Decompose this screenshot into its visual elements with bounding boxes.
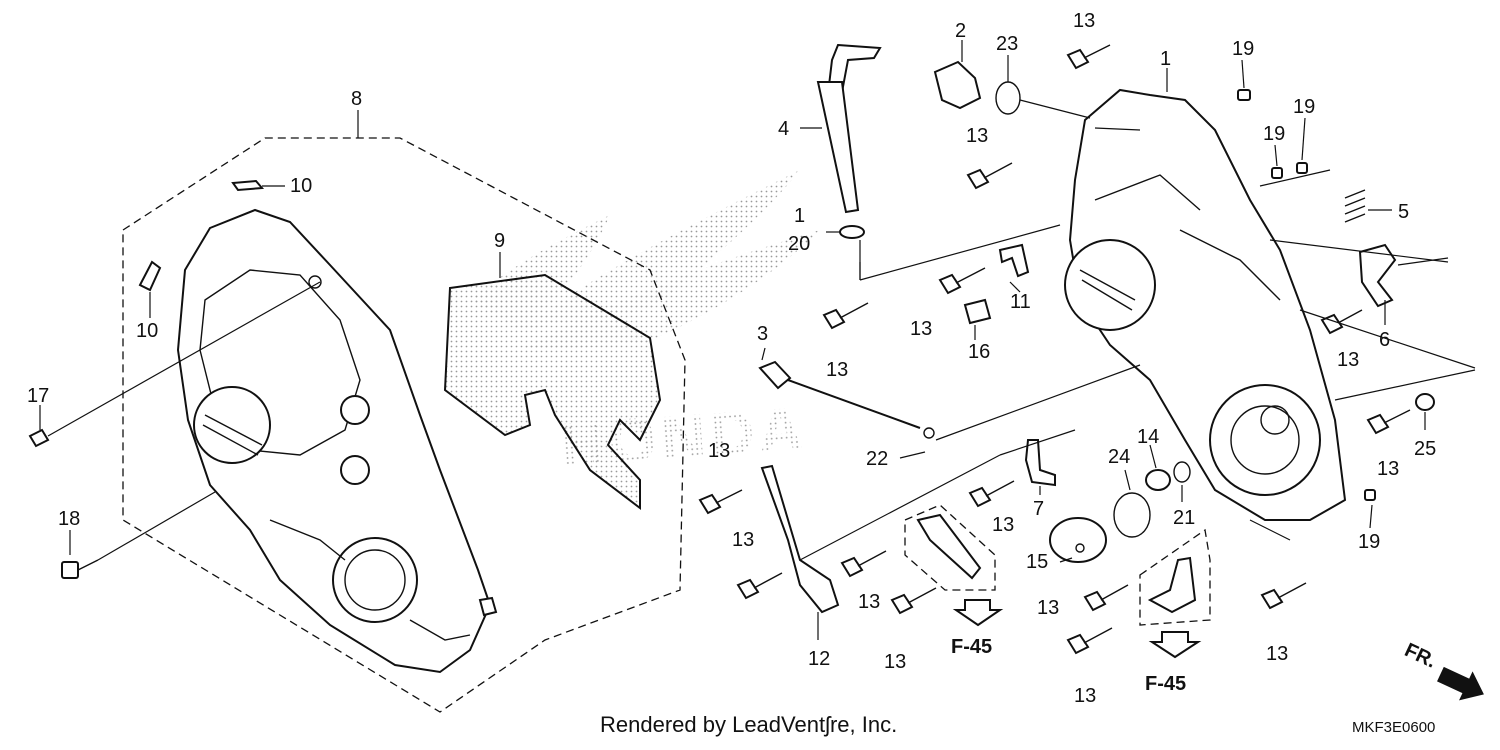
callout-21: 21: [1173, 507, 1195, 529]
callout-9: 9: [494, 230, 505, 252]
spring-5: [1344, 189, 1366, 223]
callout-3: 3: [757, 323, 768, 345]
callout-13-e: 13: [708, 440, 730, 462]
callout-22: 22: [866, 448, 888, 470]
callout-1-seal: 1: [794, 205, 805, 227]
callout-19-a: 19: [1232, 38, 1254, 60]
callout-20: 20: [788, 233, 810, 255]
rendered-by-footer: Rendered by LeadVentʃre, Inc.: [600, 712, 897, 737]
callout-18: 18: [58, 508, 80, 530]
callout-13-h: 13: [884, 651, 906, 673]
callout-24: 24: [1108, 446, 1130, 468]
callout-11: 11: [1010, 291, 1031, 313]
callout-19-d: 19: [1358, 531, 1380, 553]
callout-10-side: 10: [136, 320, 158, 342]
callout-5: 5: [1398, 201, 1409, 223]
clamp-left: [916, 513, 982, 580]
f45-arrow-right: [1148, 631, 1202, 659]
ring-21: [1173, 461, 1191, 483]
callout-13-l: 13: [1266, 643, 1288, 665]
front-arrow-icon: [1437, 666, 1484, 701]
cover-assembly-outline: [122, 137, 686, 713]
shift-rod-4: [816, 43, 882, 239]
callout-7: 7: [1033, 498, 1044, 520]
callout-1-top: 1: [1160, 48, 1171, 70]
bracket-11: [998, 243, 1030, 278]
callout-25: 25: [1414, 438, 1436, 460]
callout-4: 4: [778, 118, 789, 140]
left-engine-cover: [176, 208, 498, 674]
dowel-19-d: [1364, 489, 1376, 501]
callout-8: 8: [351, 88, 362, 110]
oring-24: [1113, 492, 1151, 538]
callout-10-top: 10: [290, 175, 312, 197]
f45-arrow-left: [952, 599, 1004, 627]
callout-12: 12: [808, 648, 830, 670]
callout-14: 14: [1137, 426, 1159, 448]
plug-15: [1049, 517, 1107, 563]
callout-13-g: 13: [858, 591, 880, 613]
callout-13-i: 13: [992, 514, 1014, 536]
callout-17: 17: [27, 385, 49, 407]
callout-13-d: 13: [826, 359, 848, 381]
cap-2: [933, 60, 1021, 115]
callout-13-m: 13: [1337, 349, 1359, 371]
clip-10-side: [138, 260, 162, 292]
callout-6: 6: [1379, 329, 1390, 351]
leader-lines: [39, 40, 1476, 640]
callout-19-b: 19: [1293, 96, 1315, 118]
callout-2: 2: [955, 20, 966, 42]
callout-13-a: 13: [1073, 10, 1095, 32]
callout-numbers: 1 1 2 3 4 5 6 7 8 9 10 10 11 12 13 13 13…: [27, 10, 1436, 707]
dowel-19-c: [1296, 162, 1308, 174]
bracket-7: [1024, 439, 1056, 487]
bolt-18: [61, 559, 99, 579]
front-direction-indicator: FR.: [1401, 639, 1484, 701]
callout-13-k: 13: [1074, 685, 1096, 707]
reference-f45-right: F-45: [1145, 673, 1186, 695]
dowel-19-a: [1237, 89, 1251, 101]
dipstick-3: [758, 360, 935, 439]
bracket-6: [1358, 243, 1397, 308]
assembly-guide-lines: [859, 127, 1476, 541]
cover-plate: [443, 273, 662, 511]
cap-14: [1145, 469, 1171, 491]
clip-10-top: [231, 179, 265, 192]
bolts-13: [698, 44, 1411, 655]
callout-23: 23: [996, 33, 1018, 55]
clamp-right: [1147, 556, 1197, 614]
front-direction-label: FR.: [1401, 639, 1439, 673]
collar-16: [963, 298, 992, 325]
callout-13-c: 13: [910, 318, 932, 340]
callout-13-f: 13: [732, 529, 754, 551]
bracket-12: [760, 464, 840, 614]
callout-19-c: 19: [1263, 123, 1285, 145]
dowel-19-b: [1271, 167, 1283, 179]
callout-13-j: 13: [1037, 597, 1059, 619]
diagram-code: MKF3E0600: [1352, 719, 1435, 736]
reference-f45-left: F-45: [951, 636, 992, 658]
f45-box-right: [1139, 528, 1211, 626]
f45-box-left: [904, 504, 996, 591]
washer-25: [1415, 393, 1435, 411]
callout-16: 16: [968, 341, 990, 363]
callout-13-b: 13: [966, 125, 988, 147]
screw-17: [28, 428, 50, 448]
callout-15: 15: [1026, 551, 1048, 573]
right-crankcase-cover: [1064, 88, 1347, 521]
callout-13-n: 13: [1377, 458, 1399, 480]
